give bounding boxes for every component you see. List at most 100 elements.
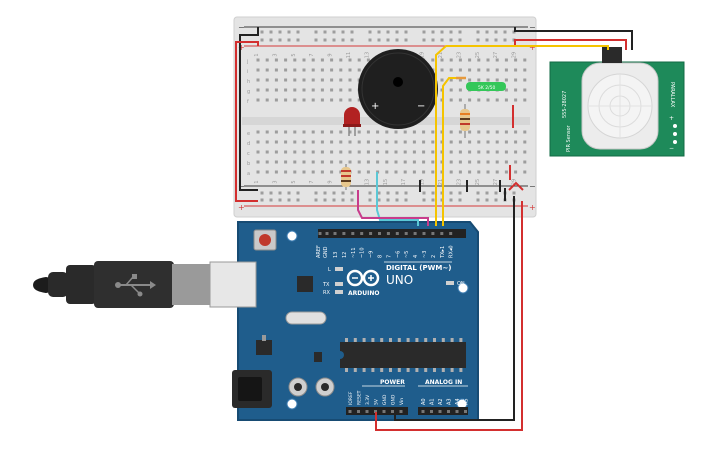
breadboard-hole <box>523 98 527 102</box>
digital-pin[interactable] <box>395 232 399 235</box>
on-led <box>446 281 454 285</box>
breadboard-hole <box>394 150 398 154</box>
usb-symbol-circle <box>137 291 143 297</box>
breadboard-hole <box>477 58 481 62</box>
breadboard-hole <box>274 78 278 82</box>
breadboard-hole <box>403 150 407 154</box>
breadboard-hole <box>523 58 527 62</box>
breadboard-hole <box>366 130 370 134</box>
digital-pin[interactable] <box>333 232 337 235</box>
usb-plug-metal <box>172 264 212 305</box>
analog-pin[interactable] <box>447 410 450 413</box>
breadboard-hole <box>293 130 297 134</box>
analog-pin[interactable] <box>438 410 442 413</box>
rail-hole <box>431 38 435 42</box>
rail-hole <box>296 191 300 195</box>
led-rx <box>335 290 343 294</box>
column-label: 5 <box>291 53 297 56</box>
breadboard-hole <box>376 130 380 134</box>
breadboard-hole <box>412 140 416 144</box>
rail-hole <box>323 30 327 34</box>
breadboard-hole <box>486 130 490 134</box>
regulator-tab <box>262 335 266 341</box>
breadboard-hole <box>302 58 306 62</box>
analog-pin[interactable] <box>421 410 425 413</box>
power-pin[interactable] <box>391 410 394 413</box>
breadboard-hole <box>348 98 352 102</box>
breadboard-hole <box>495 130 499 134</box>
breadboard-hole <box>468 140 472 144</box>
power-pin[interactable] <box>399 410 403 413</box>
rail-hole <box>404 198 408 202</box>
wire-5v-to-arduino <box>375 201 523 431</box>
breadboard-hole <box>468 58 472 62</box>
digital-pin[interactable] <box>431 232 435 235</box>
rail-hole <box>476 30 480 34</box>
power-pin[interactable] <box>374 410 377 413</box>
power-pin[interactable] <box>357 410 360 413</box>
breadboard-hole <box>311 130 315 134</box>
breadboard-hole <box>320 98 324 102</box>
digital-pin[interactable] <box>378 232 381 235</box>
breadboard-hole <box>256 78 260 82</box>
breadboard-hole <box>514 160 518 164</box>
digital-pin[interactable] <box>404 232 408 235</box>
breadboard-hole <box>486 98 490 102</box>
row-label-h: h <box>247 79 250 85</box>
column-label: 7 <box>309 180 315 183</box>
power-pin[interactable] <box>382 410 386 413</box>
breadboard-hole <box>477 170 481 174</box>
breadboard-hole <box>302 98 306 102</box>
breadboard-hole <box>468 160 472 164</box>
breadboard-hole <box>348 130 352 134</box>
digital-pin[interactable] <box>351 232 355 235</box>
breadboard-hole <box>514 130 518 134</box>
pir-resistor-band-1 <box>460 113 470 115</box>
breadboard-hole <box>284 150 288 154</box>
rail-hole <box>332 198 336 202</box>
chip-pin <box>353 368 357 372</box>
breadboard-hole <box>339 170 343 174</box>
breadboard-hole <box>339 130 343 134</box>
chip-pin <box>415 338 419 342</box>
chip-pin <box>362 338 366 342</box>
power-pin[interactable] <box>348 410 352 413</box>
digital-pin[interactable] <box>386 232 390 235</box>
rail-hole <box>386 30 390 34</box>
rail-hole <box>287 191 291 195</box>
digital-pin[interactable] <box>422 232 426 235</box>
rail-hole <box>377 191 381 195</box>
rail-hole <box>494 198 498 202</box>
digital-pin[interactable] <box>318 232 322 235</box>
breadboard-hole <box>256 170 260 174</box>
digital-pin[interactable] <box>360 232 364 235</box>
digital-pin-label: ~9 <box>369 251 375 258</box>
rail-hole <box>278 191 282 195</box>
rail-plus-label-bl: + <box>238 203 245 212</box>
power-pin[interactable] <box>365 410 369 413</box>
rail-hole <box>350 198 354 202</box>
breadboard-hole <box>302 88 306 92</box>
row-label-c: c <box>247 151 250 157</box>
breadboard-hole <box>486 68 490 72</box>
digital-pin[interactable] <box>413 232 417 235</box>
analog-pin[interactable] <box>464 410 467 413</box>
digital-pin[interactable] <box>369 232 373 235</box>
logo-ring-left <box>346 269 364 287</box>
usb-plug-neck <box>66 265 96 304</box>
rail-hole <box>341 38 345 42</box>
breadboard-hole <box>385 170 389 174</box>
digital-pin[interactable] <box>449 232 453 235</box>
digital-pin[interactable] <box>325 232 329 235</box>
chip-pin <box>450 368 454 372</box>
digital-pin[interactable] <box>440 232 444 235</box>
breadboard-hole <box>265 58 269 62</box>
reset-button[interactable] <box>259 234 271 246</box>
analog-pin[interactable] <box>455 410 459 413</box>
row-label-g: g <box>247 89 250 95</box>
breadboard-hole <box>284 160 288 164</box>
digital-pin[interactable] <box>342 232 346 235</box>
analog-pin[interactable] <box>430 410 433 413</box>
pir-sensor: PIR Sensor 555-28027 PARALLAX + − <box>549 47 685 157</box>
breadboard-hole <box>504 130 508 134</box>
